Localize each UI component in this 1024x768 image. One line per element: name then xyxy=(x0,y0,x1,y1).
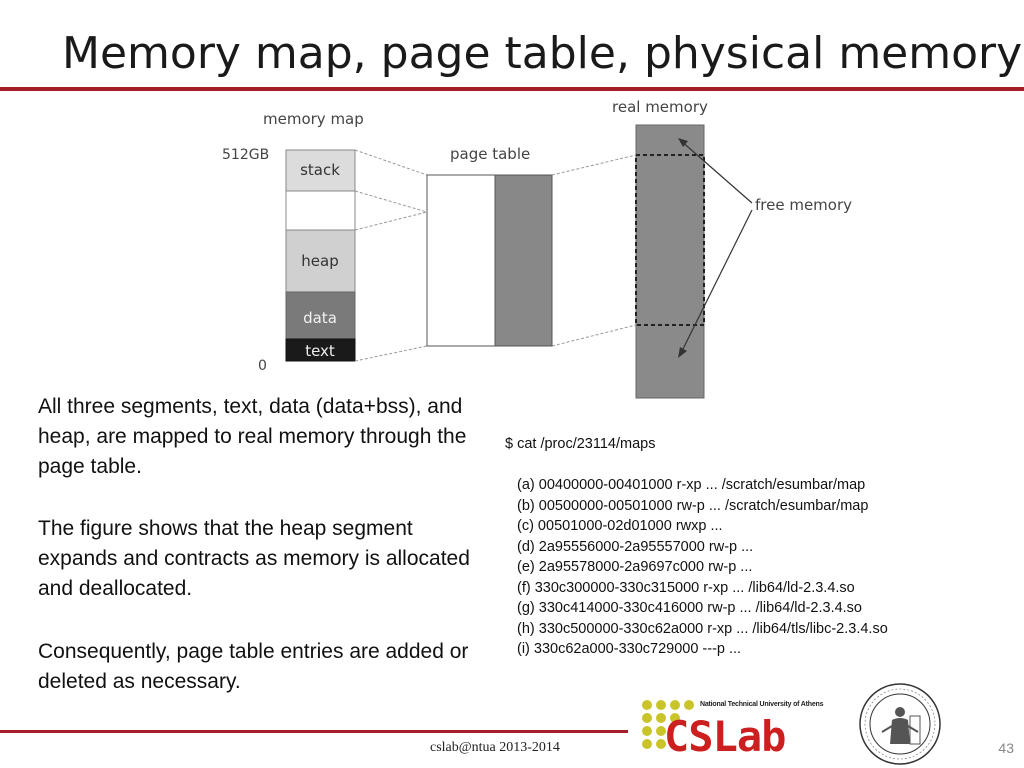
real-memory-block xyxy=(635,124,705,399)
segment-free-gap xyxy=(285,190,356,231)
institution-name: National Technical University of Athens xyxy=(700,701,824,708)
page-table-right xyxy=(494,174,553,347)
paragraph-3: Consequently, page table entries are add… xyxy=(38,640,469,693)
paragraph-1: All three segments, text, data (data+bss… xyxy=(38,395,467,478)
footer-divider xyxy=(0,730,628,733)
map-line-stack-bottom xyxy=(354,190,428,213)
maps-command: $ cat /proc/23114/maps xyxy=(505,436,656,452)
cslab-dots-icon xyxy=(642,700,698,760)
maps-line: (c) 00501000-02d01000 rwxp ... xyxy=(517,518,723,534)
free-memory-label: free memory xyxy=(755,196,852,214)
maps-line: (f) 330c300000-330c315000 r-xp ... /lib6… xyxy=(517,579,855,596)
maps-listing: (a) 00400000-00401000 r-xp ... /scratch/… xyxy=(517,475,888,660)
maps-line: (h) 330c500000-330c62a000 r-xp ... /lib6… xyxy=(517,620,888,637)
maps-line: (a) 00400000-00401000 r-xp ... /scratch/… xyxy=(517,477,866,493)
segment-data xyxy=(285,291,356,340)
free-arrow-down-head xyxy=(678,347,687,358)
free-arrow-up-head xyxy=(678,138,688,147)
map-line-top xyxy=(354,149,428,176)
maps-line: (d) 2a95556000-2a95557000 rw-p ... xyxy=(517,538,754,555)
ntua-seal-icon xyxy=(859,683,941,765)
paragraph-2: The figure shows that the heap segment e… xyxy=(38,517,470,600)
page-table-label: page table xyxy=(450,145,530,163)
map-line-pt-bottom xyxy=(551,324,637,347)
page-table-left xyxy=(426,174,496,347)
memory-diagram: memory map 512GB 0 stack heap data text … xyxy=(222,98,852,399)
map-line-pt-top xyxy=(551,154,637,176)
map-line-bottom xyxy=(354,345,428,362)
maps-line: (i) 330c62a000-330c729000 ---p ... xyxy=(517,641,742,657)
segment-text-label: text xyxy=(305,342,335,360)
maps-line: (g) 330c414000-330c416000 rw-p ... /lib6… xyxy=(517,600,862,616)
page-number: 43 xyxy=(998,740,1014,756)
maps-line: (b) 00500000-00501000 rw-p ... /scratch/… xyxy=(517,497,869,514)
segment-text xyxy=(285,338,356,362)
segment-data-label: data xyxy=(303,309,337,327)
segment-heap-label: heap xyxy=(301,252,338,270)
label-zero: 0 xyxy=(258,358,267,374)
segment-heap xyxy=(285,229,356,293)
memory-map-label: memory map xyxy=(263,110,364,128)
maps-line: (e) 2a95578000-2a9697c000 rw-p ... xyxy=(517,559,753,575)
label-512gb: 512GB xyxy=(222,147,269,163)
cslab-logo: CSLab xyxy=(664,712,786,761)
map-line-heap-top xyxy=(354,211,428,231)
segment-stack-label: stack xyxy=(300,161,340,179)
free-arrow-down xyxy=(679,209,753,356)
title-divider xyxy=(0,87,1024,91)
footer-text: cslab@ntua 2013-2014 xyxy=(430,740,560,755)
slide-title: Memory map, page table, physical memory xyxy=(62,28,1023,79)
free-arrow-up xyxy=(679,139,753,204)
real-memory-label: real memory xyxy=(612,98,708,116)
